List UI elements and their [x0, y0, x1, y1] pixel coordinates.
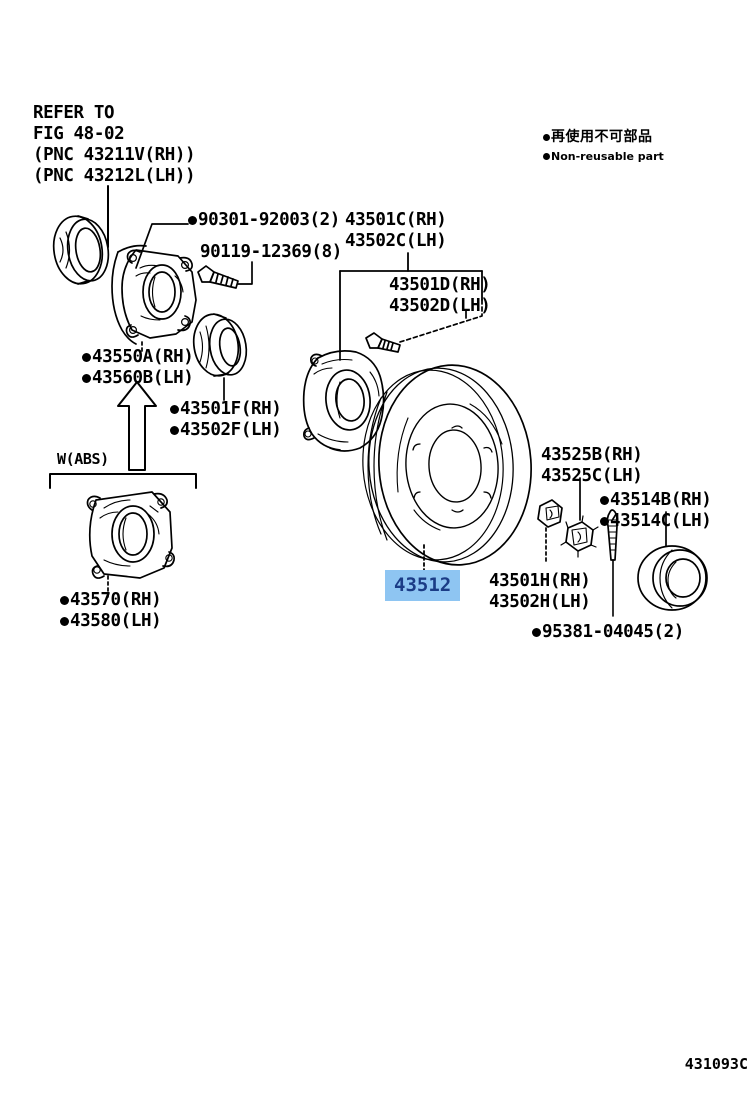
legend-japanese: 再使用不可部品	[543, 129, 653, 146]
label-43501h: 43501H(RH)	[489, 571, 591, 591]
part-abs-hub-unit	[86, 491, 175, 579]
label-43501d: 43501D(RH)	[389, 275, 491, 295]
label-43501f: 43501F(RH)	[170, 399, 282, 420]
nonreusable-dot-icon	[543, 134, 550, 141]
leader-90119	[237, 261, 253, 285]
label-43525c: 43525C(LH)	[541, 466, 643, 486]
refer-to-line3: (PNC 43211V(RH))	[33, 145, 196, 165]
label-43502c: 43502C(LH)	[345, 231, 447, 251]
leader-90301	[135, 223, 189, 269]
refer-to-line1: REFER TO	[33, 103, 115, 123]
nonreusable-dot-icon-8	[60, 596, 69, 605]
label-43525b: 43525B(RH)	[541, 445, 643, 465]
part-brake-rotor-43512	[362, 364, 532, 566]
nonreusable-dot-icon-12	[532, 628, 541, 637]
disc-bracket	[339, 252, 483, 353]
part-axle-hub-housing	[111, 244, 197, 345]
part-oil-seal-outer	[52, 215, 110, 285]
refer-to-line4: (PNC 43212L(LH))	[33, 166, 196, 186]
nonreusable-dot-icon-4	[82, 353, 91, 362]
nonreusable-dot-icon-10	[600, 496, 609, 505]
part-castle-nut-43525b	[560, 515, 599, 558]
label-43502d: 43502D(LH)	[389, 296, 491, 316]
nonreusable-dot-icon-3	[188, 216, 197, 225]
label-abs-bracket: W(ABS)	[57, 450, 109, 468]
nonreusable-dot-icon-11	[600, 517, 609, 526]
part-axle-nut-43501h	[537, 499, 563, 528]
nonreusable-dot-icon-2	[543, 153, 550, 160]
label-43580: 43580(LH)	[60, 611, 162, 632]
highlighted-part-43512[interactable]: 43512	[385, 570, 461, 601]
label-43502f: 43502F(LH)	[170, 420, 282, 441]
leader-bracket-right	[399, 299, 483, 343]
nonreusable-dot-icon-5	[82, 374, 91, 383]
refer-to-line2: FIG 48-02	[33, 124, 125, 144]
nonreusable-dot-icon-6	[170, 405, 179, 414]
label-43502h: 43502H(LH)	[489, 592, 591, 612]
abs-bracket	[49, 473, 197, 489]
label-90119: 90119-12369(8)	[200, 242, 342, 262]
label-43514b: 43514B(RH)	[600, 490, 712, 511]
part-front-wheel-hub	[302, 350, 385, 452]
legend-english: Non-reusable part	[543, 150, 664, 164]
nonreusable-dot-icon-9	[60, 617, 69, 626]
label-43560b: 43560B(LH)	[82, 368, 194, 389]
label-43570: 43570(RH)	[60, 590, 162, 611]
part-bearing-43501f	[192, 313, 248, 377]
label-43514c: 43514C(LH)	[600, 511, 712, 532]
part-hex-bolt-90119	[197, 265, 239, 289]
substitution-arrow	[117, 381, 157, 471]
label-90301: 90301-92003(2)	[188, 210, 340, 231]
figure-code: 431093C	[684, 1055, 748, 1073]
nonreusable-dot-icon-7	[170, 426, 179, 435]
label-95381: 95381-04045(2)	[532, 622, 684, 643]
label-43501c: 43501C(RH)	[345, 210, 447, 230]
part-hub-bolt-43501d	[365, 332, 401, 353]
label-43550a: 43550A(RH)	[82, 347, 194, 368]
part-grease-cap-43514b	[637, 545, 708, 611]
